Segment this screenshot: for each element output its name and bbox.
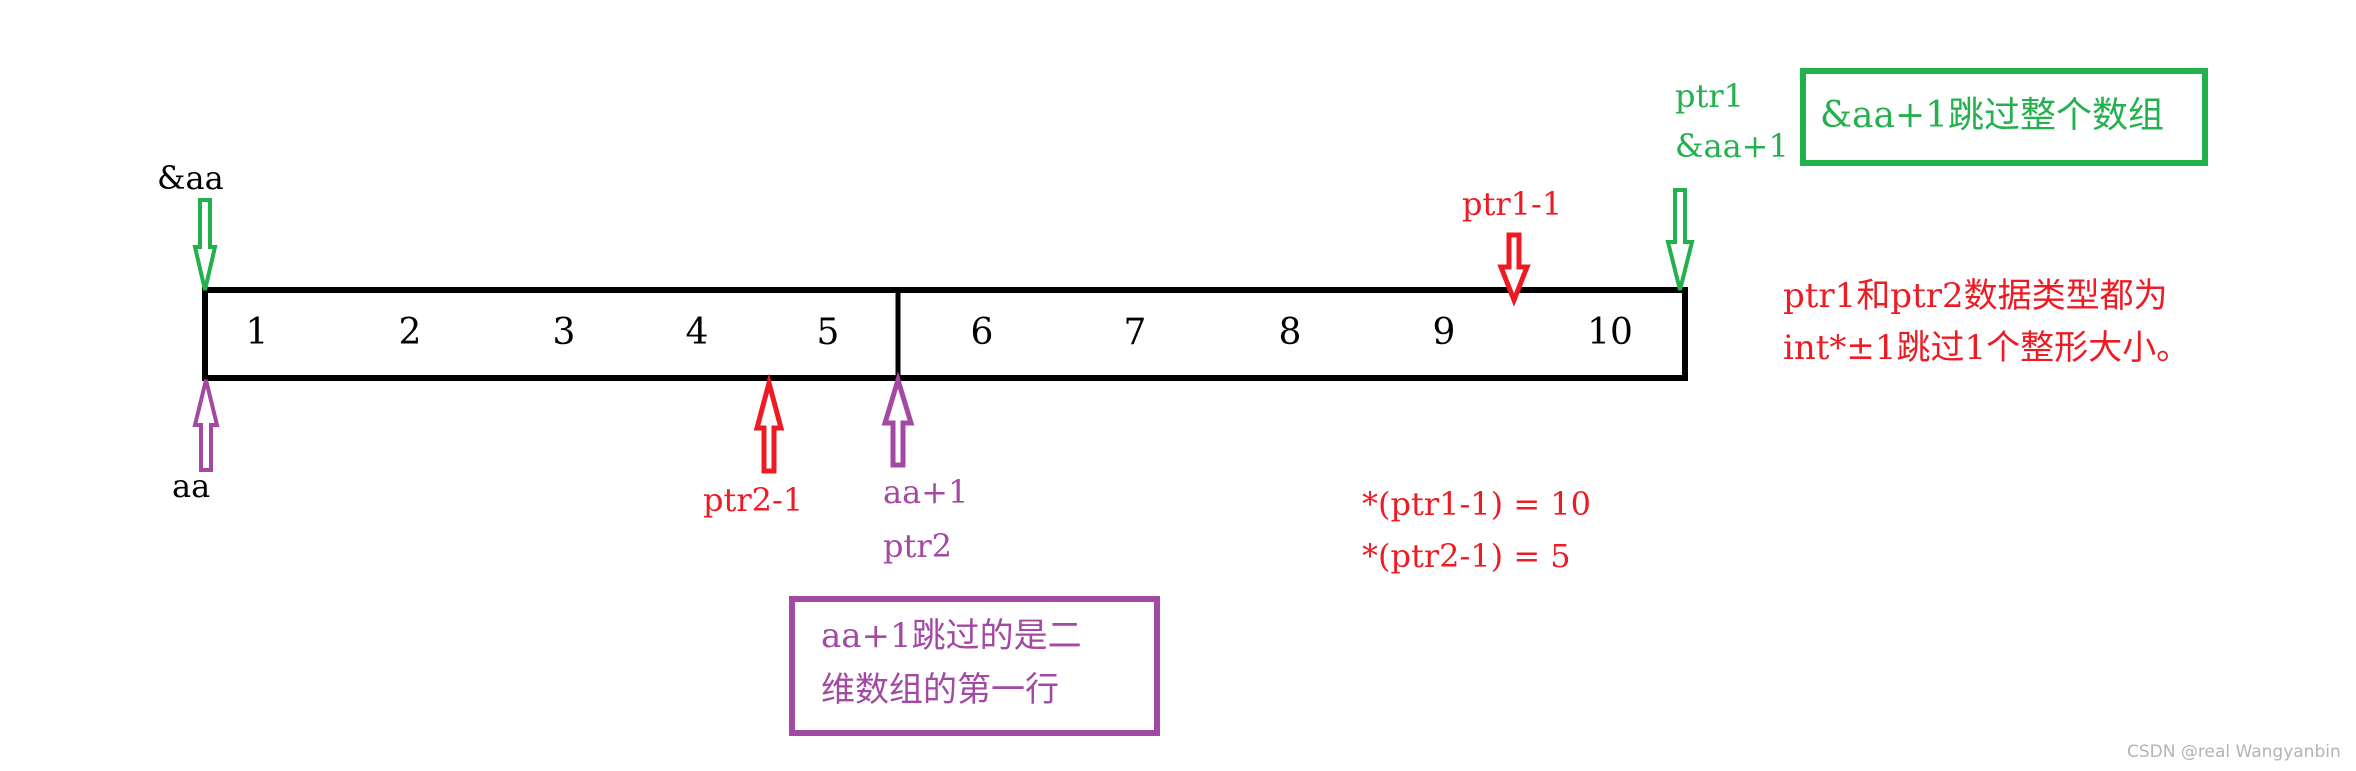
watermark: CSDN @real Wangyanbin bbox=[2127, 742, 2341, 762]
up-arrow-icon bbox=[753, 373, 785, 474]
down-arrow-icon bbox=[192, 198, 218, 291]
label-ptr1: ptr1 bbox=[1675, 77, 1744, 115]
array-cell: 10 bbox=[1587, 312, 1633, 353]
note-first-row-line1: aa+1跳过的是二 bbox=[821, 616, 1082, 656]
note-type-line1: ptr1和ptr2数据类型都为 bbox=[1783, 276, 2168, 316]
label-ptr2: ptr2 bbox=[883, 527, 952, 565]
down-arrow-icon bbox=[1497, 232, 1531, 307]
array-cell: 7 bbox=[1123, 312, 1147, 353]
deref-result-ptr2: *(ptr2-1) = 5 bbox=[1362, 537, 1571, 575]
array-cell: 8 bbox=[1278, 312, 1302, 353]
note-type-line2: int*±1跳过1个整形大小。 bbox=[1783, 328, 2191, 368]
array-cell: 1 bbox=[245, 312, 269, 353]
deref-result-ptr1: *(ptr1-1) = 10 bbox=[1362, 485, 1592, 523]
note-box-first-row: aa+1跳过的是二 维数组的第一行 bbox=[789, 596, 1160, 736]
label-aa: aa bbox=[172, 467, 211, 505]
array-cell: 6 bbox=[970, 312, 994, 353]
label-addr-aa: &aa bbox=[157, 159, 224, 197]
label-ptr1-minus-1: ptr1-1 bbox=[1462, 185, 1563, 223]
note-first-row-line2: 维数组的第一行 bbox=[821, 670, 1059, 710]
array-box bbox=[202, 287, 1688, 381]
label-aa-plus-1: aa+1 bbox=[883, 473, 969, 511]
note-box-whole-array: &aa+1跳过整个数组 bbox=[1800, 68, 2208, 166]
array-cell: 2 bbox=[398, 312, 422, 353]
note-whole-array-text: &aa+1跳过整个数组 bbox=[1820, 95, 2165, 136]
up-arrow-icon bbox=[192, 379, 220, 472]
array-cell: 3 bbox=[552, 312, 576, 353]
up-arrow-icon bbox=[881, 371, 915, 468]
array-cell: 9 bbox=[1432, 312, 1456, 353]
array-cell: 4 bbox=[685, 312, 709, 353]
array-cell: 5 bbox=[816, 312, 840, 353]
down-arrow-icon bbox=[1665, 188, 1695, 291]
label-addr-aa-plus-1: &aa+1 bbox=[1675, 127, 1789, 165]
label-ptr2-minus-1: ptr2-1 bbox=[703, 481, 804, 519]
